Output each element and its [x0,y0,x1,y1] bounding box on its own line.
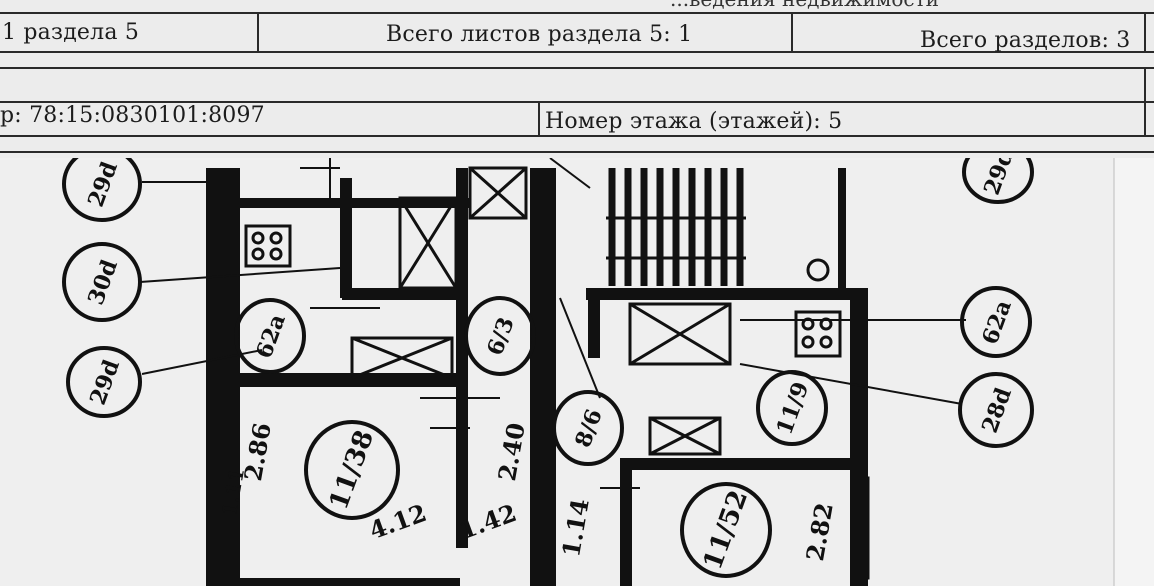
dimension-label: 4.12 [365,498,430,545]
wall-bath-bottom [342,288,462,300]
stair-crossbars [606,216,746,260]
table-border-row2-bottom [0,135,1154,137]
stove-left [244,224,292,268]
circle-label: 11/38 [324,426,380,513]
dimension-label: 1.14 [556,497,595,560]
wall-bath-left [340,178,352,298]
vent-circle [806,258,830,282]
top-cut-off-header: ...ведения недвижимости [0,0,1154,12]
window-strips [214,396,870,580]
circle-label: 30d [83,256,123,308]
table-border-top [0,12,1154,14]
table-border-row1-bottom [0,51,1154,53]
wall-kitchen-left [588,298,600,358]
circle-label: 28d [977,384,1017,436]
circle-label: 29d [979,158,1019,198]
stove-right [794,310,842,358]
table-divider-2 [791,13,793,52]
stair-hatching [608,168,744,286]
fixtures [244,166,842,456]
circle-label: 11/52 [698,486,754,573]
room-label-circles [62,158,1034,578]
wall-room-top-right [620,458,850,470]
wall-room-right-left [620,458,632,586]
wall-room-bottom-left [240,578,460,586]
circle-label: 62a [251,311,291,362]
paper-right-margin [1114,158,1154,586]
wall-right-outer [850,288,868,586]
floor-plan-drawing: 29d 30d 29d 62a 6/3 11/38 8/6 11/9 62a 1… [62,158,1154,586]
circle-label: 6/3 [482,314,520,359]
table-border-row2-top [0,101,1154,103]
circle-label: 11/9 [771,379,814,439]
floor-number: Номер этажа (этажей): 5 [545,109,843,134]
table-divider-4 [538,102,540,136]
wall-central [530,168,556,586]
dimension-label: 2.82 [800,501,839,564]
wall-left-outer [206,168,240,586]
table-divider-3 [1144,13,1146,52]
circle-label: 29d [83,158,123,210]
wall-right-column [838,168,846,288]
ventilation-shaft [468,166,528,220]
table-divider-1 [257,13,259,52]
shower-left [398,196,458,290]
sheets-in-section: Всего листов раздела 5: 1 [386,22,693,47]
table-divider-5 [1144,68,1146,136]
section-label: 1 раздела 5 [2,20,140,45]
wall-mid-left [456,168,468,548]
circle-label: 62a [977,297,1017,348]
top-strip-text: ...ведения недвижимости [670,0,939,11]
circle-label: 8/6 [570,406,608,451]
wall-top-left [240,198,470,208]
leader-lines [139,181,966,405]
total-sections: Всего разделов: 3 [920,28,1131,53]
wall-room-top-left [240,373,460,387]
bath-right [628,302,732,366]
cadastral-number: р: 78:15:0830101:8097 [0,103,265,128]
bath-left [350,336,454,380]
wall-kitchen-top [586,288,866,300]
bath-right-lower [648,416,722,456]
floor-plan: 29d 30d 29d 62a 6/3 11/38 8/6 11/9 62a 1… [0,158,1154,586]
circle-label: 29d [85,356,125,408]
stair-rails [300,158,640,489]
table-border-plan-top [0,151,1154,153]
dimension-label: 2.40 [492,421,531,484]
table-border-row-gap [0,67,1154,69]
